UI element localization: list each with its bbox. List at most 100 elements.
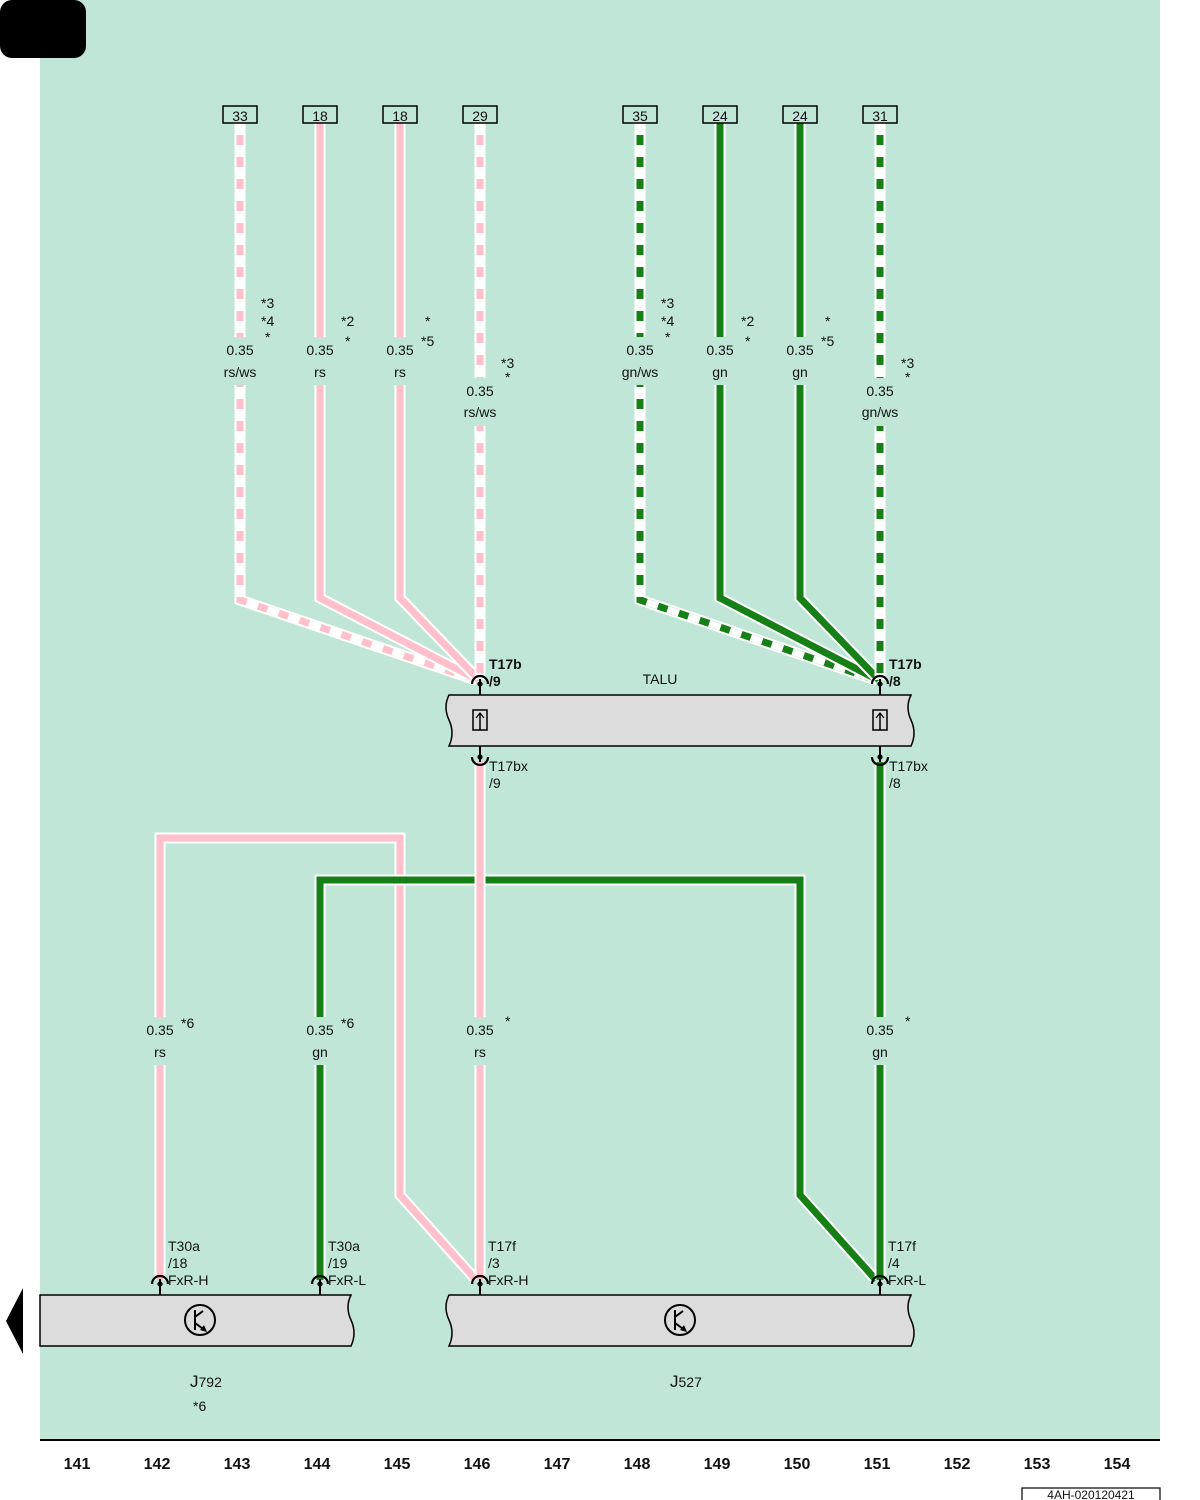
talu-link-icon bbox=[872, 709, 888, 731]
column-number: 151 bbox=[864, 1456, 891, 1473]
svg-text:33: 33 bbox=[232, 108, 248, 124]
column-number: 145 bbox=[384, 1456, 411, 1473]
terminal-box: 18 bbox=[302, 105, 338, 124]
wire-note: *3 bbox=[501, 355, 514, 371]
wire-size-label: 0.35 bbox=[306, 342, 333, 358]
svg-text:35: 35 bbox=[632, 108, 648, 124]
talu-label: TALU bbox=[643, 671, 678, 687]
wire bbox=[716, 123, 880, 684]
wire-color-label: gn bbox=[712, 364, 728, 380]
talu-link-icon bbox=[472, 709, 488, 731]
page-tab bbox=[0, 0, 86, 58]
connector-pin-icon bbox=[870, 674, 890, 695]
wire-color-label: rs bbox=[154, 1044, 166, 1060]
wire-size-label: 0.35 bbox=[466, 383, 493, 399]
column-number: 146 bbox=[464, 1456, 491, 1473]
wire-size-label: 0.35 bbox=[866, 1022, 893, 1038]
column-number: 153 bbox=[1024, 1456, 1051, 1473]
terminal-box: 35 bbox=[622, 105, 658, 124]
wire-size-label: 0.35 bbox=[466, 1022, 493, 1038]
svg-text:18: 18 bbox=[312, 108, 328, 124]
svg-text:24: 24 bbox=[712, 108, 728, 124]
pin-label: /3 bbox=[488, 1255, 500, 1271]
svg-text:31: 31 bbox=[872, 108, 888, 124]
signal-label: FxR-L bbox=[328, 1272, 366, 1288]
wire-stripe bbox=[636, 123, 878, 684]
connector-label: T17f bbox=[488, 1238, 516, 1254]
connector-label: T17bx bbox=[489, 758, 528, 774]
wire-note: *3 bbox=[261, 295, 274, 311]
connector-label: T30a bbox=[168, 1238, 200, 1254]
wire-size-label: 0.35 bbox=[146, 1022, 173, 1038]
wire-size-label: 0.35 bbox=[226, 342, 253, 358]
wire bbox=[396, 123, 482, 683]
wire-note: *3 bbox=[901, 355, 914, 371]
wire-color-label: gn/ws bbox=[862, 404, 899, 420]
terminal-box: 24 bbox=[782, 105, 818, 124]
transistor-icon bbox=[184, 1304, 216, 1336]
wire-note: *5 bbox=[421, 333, 434, 349]
wire-size-label: 0.35 bbox=[386, 342, 413, 358]
connector-pin-icon bbox=[870, 746, 890, 767]
connector-label: T17f bbox=[888, 1238, 916, 1254]
pin-label: /8 bbox=[889, 775, 901, 791]
terminal-box: 31 bbox=[862, 105, 898, 124]
pin-label: /19 bbox=[328, 1255, 348, 1271]
wire-note: *2 bbox=[341, 313, 354, 329]
connector-pin-icon bbox=[470, 1274, 490, 1295]
wire-note: * bbox=[745, 333, 751, 349]
connector-pin-icon bbox=[310, 1274, 330, 1295]
column-number: 141 bbox=[64, 1456, 91, 1473]
previous-page-arrow-icon[interactable] bbox=[6, 1288, 23, 1354]
connector-label: T17bx bbox=[889, 758, 928, 774]
terminal-box: 33 bbox=[222, 105, 258, 124]
document-id: 4AH-020120421 bbox=[1047, 1488, 1135, 1500]
j527-label: J527 bbox=[670, 1372, 702, 1391]
wire-color-label: rs bbox=[314, 364, 326, 380]
connector-pin-icon bbox=[150, 1274, 170, 1295]
wire-color-label: gn/ws bbox=[622, 364, 659, 380]
wire-note: * bbox=[505, 1013, 511, 1029]
wire-note: * bbox=[425, 313, 431, 329]
signal-label: FxR-L bbox=[888, 1272, 926, 1288]
column-number: 154 bbox=[1104, 1456, 1131, 1473]
column-number: 152 bbox=[944, 1456, 971, 1473]
column-number: 149 bbox=[704, 1456, 731, 1473]
transistor-icon bbox=[664, 1304, 696, 1336]
column-number: 150 bbox=[784, 1456, 811, 1473]
connector-pin-icon bbox=[470, 674, 490, 695]
wire-color-label: rs/ws bbox=[464, 404, 497, 420]
pin-label: /18 bbox=[168, 1255, 188, 1271]
wire-size-label: 0.35 bbox=[706, 342, 733, 358]
wire-stripe bbox=[236, 123, 478, 684]
svg-text:24: 24 bbox=[792, 108, 808, 124]
terminal-box: 24 bbox=[702, 105, 738, 124]
column-number: 142 bbox=[144, 1456, 171, 1473]
wire-note: * bbox=[505, 369, 511, 385]
wire bbox=[156, 834, 479, 1283]
wire-color-label: gn bbox=[872, 1044, 888, 1060]
wire-note: *6 bbox=[181, 1015, 194, 1031]
wire-note: *3 bbox=[661, 295, 674, 311]
signal-label: FxR-H bbox=[168, 1272, 208, 1288]
pin-label: /9 bbox=[489, 775, 501, 791]
wire-note: *5 bbox=[821, 333, 834, 349]
column-number: 147 bbox=[544, 1456, 571, 1473]
connector-pin-icon bbox=[870, 1274, 890, 1295]
wire-note: *6 bbox=[341, 1015, 354, 1031]
wire-color-label: rs bbox=[394, 364, 406, 380]
connector-label: T17b bbox=[489, 656, 522, 672]
terminal-box: 29 bbox=[462, 105, 498, 124]
terminal-box: 18 bbox=[382, 105, 418, 124]
pin-label: /4 bbox=[888, 1255, 900, 1271]
connector-label: T17b bbox=[889, 656, 922, 672]
wire-note: *4 bbox=[261, 313, 274, 329]
talu-module: TALU bbox=[445, 671, 915, 747]
wire-note: * bbox=[345, 333, 351, 349]
wire-size-label: 0.35 bbox=[786, 342, 813, 358]
j792-note: *6 bbox=[193, 1398, 206, 1414]
pin-label: /9 bbox=[489, 673, 501, 689]
wire bbox=[316, 876, 879, 1283]
